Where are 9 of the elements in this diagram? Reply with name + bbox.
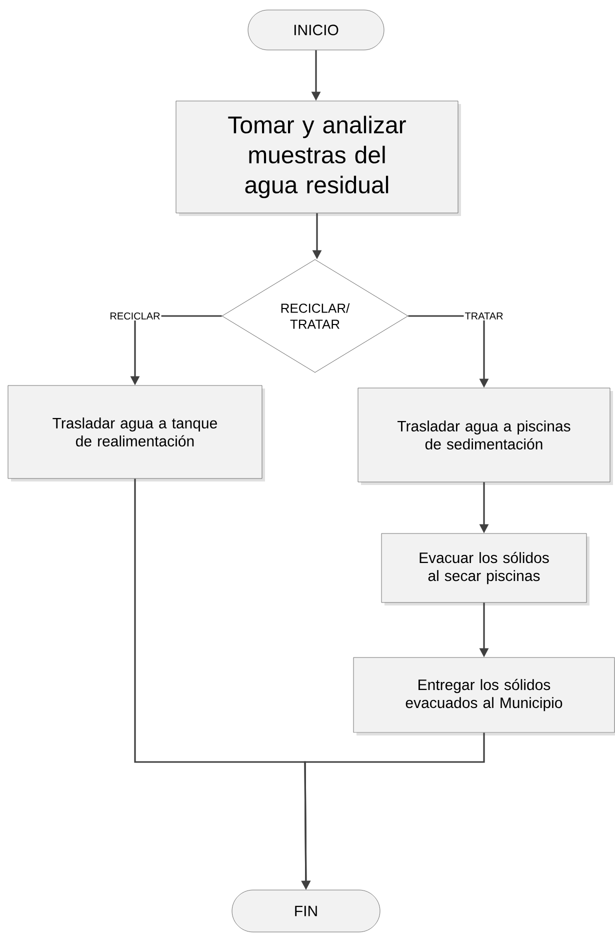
process-box: Entregar los sólidos evacuados al Municipio: [353, 657, 615, 733]
terminal-box: FIN: [232, 890, 380, 932]
process-box: Trasladar agua a piscinas de sedimentación: [358, 388, 610, 482]
edge-label: RECICLAR: [108, 311, 162, 321]
process-box: Evacuar los sólidos al secar piscinas: [381, 533, 587, 603]
process-box: Trasladar agua a tanque de realimentación: [8, 385, 262, 479]
edge-label: TRATAR: [464, 312, 504, 320]
process-box: Tomar y analizar muestras del agua residual: [176, 100, 458, 214]
terminal-box: INICIO: [248, 10, 384, 50]
